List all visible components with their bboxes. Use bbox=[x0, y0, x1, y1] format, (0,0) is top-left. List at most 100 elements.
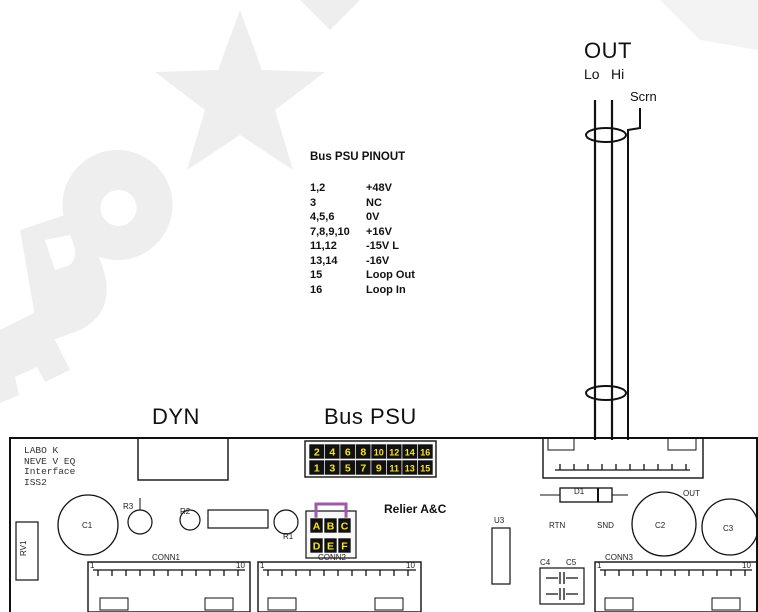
conn2-label: CONN2 bbox=[318, 553, 347, 562]
out-pcb-label: OUT bbox=[683, 489, 700, 498]
c2-label: C2 bbox=[655, 521, 666, 530]
conn2-pin-ten: 10 bbox=[406, 561, 415, 570]
bus-psu-label: Bus PSU bbox=[324, 404, 417, 429]
rv1-trimmer bbox=[15, 521, 39, 581]
psu-pin-bottom-label: 7 bbox=[360, 463, 366, 475]
pinout-pins: 3 bbox=[310, 196, 317, 209]
out-cable-ring-top bbox=[585, 127, 627, 143]
pinout-pins: 13,14 bbox=[310, 254, 338, 267]
psu-pin-top-label: 16 bbox=[420, 448, 430, 458]
psu-pin-top-label: 4 bbox=[329, 447, 335, 459]
psu-pin-top-label: 10 bbox=[374, 448, 384, 458]
out-connector-tab-left bbox=[547, 437, 575, 451]
rtn-label: RTN bbox=[549, 521, 566, 530]
r3-label: R3 bbox=[123, 502, 134, 511]
r2-body bbox=[207, 509, 269, 529]
rv1-label: RV1 bbox=[19, 540, 28, 556]
c5-label: C5 bbox=[566, 558, 577, 567]
pinout-row: 15 Loop Out bbox=[310, 269, 450, 283]
watermark-star bbox=[155, 10, 325, 170]
conn2-pins bbox=[263, 569, 416, 576]
pinout-title: Bus PSU PINOUT bbox=[310, 151, 406, 163]
psu-pin-bottom-label: 1 bbox=[314, 463, 320, 475]
out-screen-label: Scrn bbox=[630, 89, 657, 104]
watermark-right bbox=[660, 0, 758, 50]
conn1-pins bbox=[93, 569, 245, 576]
pinout-row: 11,12 -15V L bbox=[310, 240, 450, 254]
pinout-signal: Loop Out bbox=[366, 269, 415, 281]
pinout-pins: 11,12 bbox=[310, 240, 337, 252]
board-name-line: ISS2 bbox=[24, 476, 47, 488]
out-lo-label: Lo bbox=[584, 66, 600, 82]
out-wire-screen bbox=[627, 108, 641, 440]
jumper-pin-top-label: C bbox=[341, 521, 349, 533]
r1-resistor bbox=[273, 509, 299, 535]
psu-pin-top-label: 2 bbox=[314, 447, 320, 459]
pinout-pins: 4,5,6 bbox=[310, 211, 335, 223]
d1-diode bbox=[559, 487, 613, 503]
r1-label: R1 bbox=[283, 532, 294, 541]
pinout-pins: 15 bbox=[310, 269, 323, 281]
conn3-tab-right bbox=[711, 597, 741, 611]
dyn-label: DYN bbox=[152, 404, 200, 429]
board-name: LABO K NEVE V EQ Interface ISS2 bbox=[24, 445, 76, 488]
d1-label: D1 bbox=[574, 487, 585, 496]
pinout-signal: -15V L bbox=[366, 240, 400, 252]
board-name-line: NEVE V EQ bbox=[24, 455, 76, 467]
pinout-row: 1,2+48V bbox=[310, 182, 450, 196]
psu-pin-top-label: 8 bbox=[360, 447, 366, 459]
pinout-row: 7,8,9,10+16V bbox=[310, 226, 450, 240]
c5-symbol bbox=[546, 588, 578, 600]
conn3-pin-one: 1 bbox=[597, 561, 602, 570]
jumper-pin-bottom-label: F bbox=[341, 541, 348, 553]
psu-pin-bottom-label: 9 bbox=[376, 463, 382, 475]
conn3-pins bbox=[600, 569, 752, 576]
psu-pin-bottom-cell bbox=[417, 459, 434, 476]
jumper-pin-top-label: B bbox=[327, 521, 335, 533]
psu-pin-bottom-label: 15 bbox=[420, 464, 430, 474]
out-hi-label: Hi bbox=[611, 66, 625, 82]
u3-chip bbox=[491, 527, 511, 585]
c1-capacitor bbox=[57, 494, 119, 556]
c2-capacitor bbox=[631, 491, 697, 557]
r3-resistor bbox=[127, 509, 153, 535]
r2-label: R2 bbox=[180, 507, 191, 516]
out-connector-pins bbox=[555, 464, 690, 471]
conn1-tab-right bbox=[204, 597, 234, 611]
snd-label: SND bbox=[597, 521, 614, 530]
jumper-pin-top-cell bbox=[309, 517, 324, 534]
pinout-signal: Loop In bbox=[366, 283, 406, 296]
conn2-tab-left bbox=[267, 597, 297, 611]
c4-c5-block bbox=[539, 567, 585, 605]
conn1-pin-ten: 10 bbox=[236, 561, 245, 570]
watermark-letter-a bbox=[0, 310, 70, 403]
conn1-label: CONN1 bbox=[152, 553, 181, 562]
conn3-pin-ten: 10 bbox=[742, 561, 751, 570]
out-connector-tab-right bbox=[667, 437, 697, 451]
board-name-line: LABO K bbox=[24, 445, 59, 456]
conn2-connector bbox=[257, 561, 422, 612]
jumper-pin-top-cell bbox=[337, 517, 352, 534]
conn2-pin-one: 1 bbox=[260, 561, 265, 570]
jumper-pin-bottom-cell bbox=[309, 537, 324, 554]
c3-capacitor bbox=[701, 498, 758, 556]
u3-label: U3 bbox=[494, 516, 505, 525]
psu-pin-bottom-label: 5 bbox=[345, 463, 351, 475]
conn3-tab-left bbox=[604, 597, 634, 611]
dyn-connector bbox=[137, 437, 229, 481]
pinout-pins: 16 bbox=[310, 283, 323, 296]
conn3-label: CONN3 bbox=[605, 553, 634, 562]
out-connector bbox=[542, 437, 704, 479]
psu-pin-top-cell bbox=[417, 443, 434, 460]
watermark-letter-o bbox=[62, 150, 173, 260]
psu-pin-top-label: 6 bbox=[345, 447, 351, 459]
conn2-tab-right bbox=[374, 597, 404, 611]
r2-resistor bbox=[179, 509, 201, 531]
psu-pin-bottom-label: 3 bbox=[329, 463, 335, 475]
conn1-connector bbox=[87, 561, 251, 612]
